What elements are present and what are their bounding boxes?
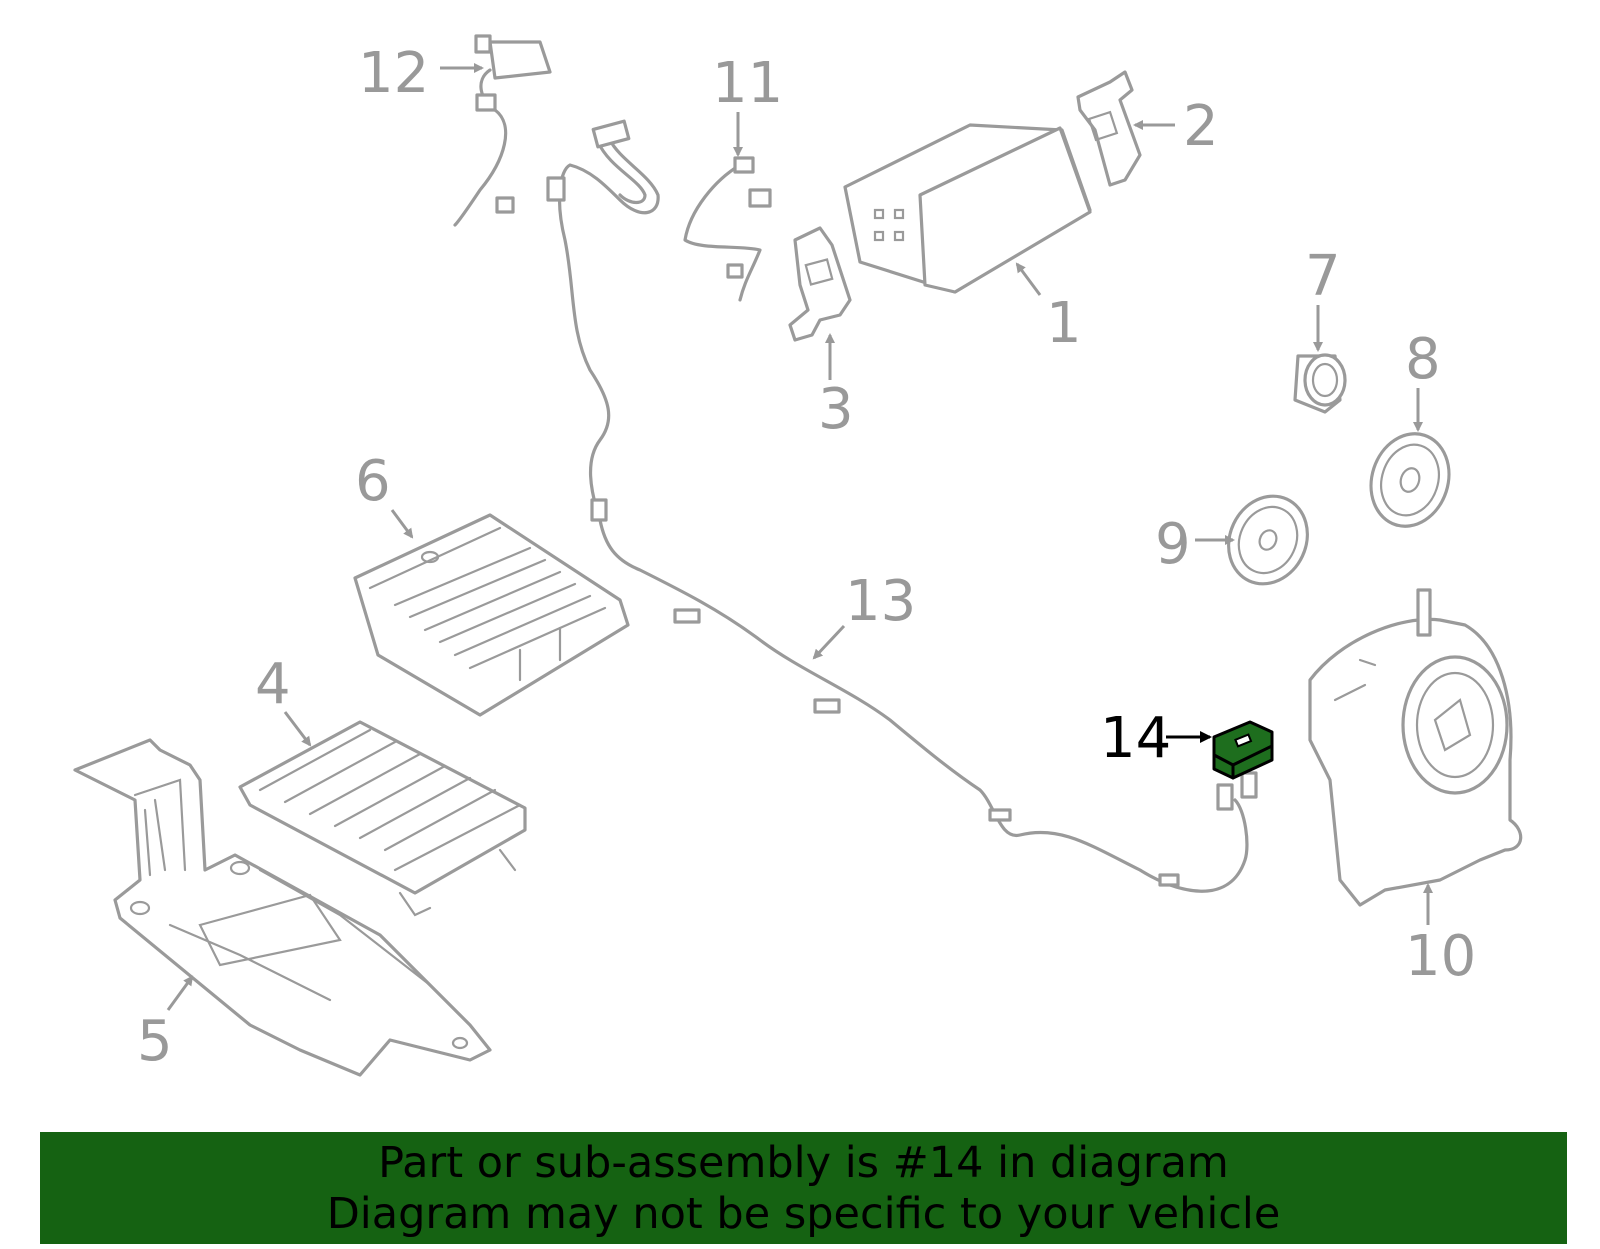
banner-line-2: Diagram may not be specific to your vehi…: [326, 1189, 1281, 1239]
part-5-mounting-plate: [73, 738, 492, 1077]
part-8-speaker: [1369, 432, 1451, 528]
part-14-switch: [1212, 720, 1274, 780]
callout-14: 14: [1100, 706, 1171, 771]
arrow-5: [166, 975, 194, 1011]
callout-4: 4: [255, 652, 291, 717]
callout-2: 2: [1183, 94, 1219, 159]
part-1-display-unit: [843, 123, 1092, 294]
callout-9: 9: [1155, 512, 1191, 577]
part-13-harness: [546, 119, 1258, 893]
callout-1: 1: [1046, 291, 1082, 356]
banner-line-1: Part or sub-assembly is #14 in diagram: [378, 1138, 1229, 1188]
arrow-1: [1015, 262, 1042, 296]
callout-3: 3: [818, 377, 854, 442]
part-7-tweeter: [1293, 353, 1347, 414]
callout-8: 8: [1405, 327, 1441, 392]
info-banner: Part or sub-assembly is #14 in diagram D…: [40, 1132, 1567, 1244]
part-9-speaker: [1227, 494, 1309, 586]
callout-5: 5: [137, 1009, 173, 1074]
part-11-harness: [683, 156, 772, 302]
part-3-bracket: [788, 226, 852, 342]
part-12-harness: [453, 34, 552, 227]
callout-13: 13: [845, 569, 916, 634]
part-10-subwoofer: [1308, 588, 1523, 907]
callout-7: 7: [1305, 244, 1341, 309]
part-2-bracket: [1076, 70, 1142, 187]
part-6-amplifier: [353, 513, 630, 717]
callout-12: 12: [358, 41, 429, 106]
arrow-4: [283, 711, 312, 747]
callout-6: 6: [355, 449, 391, 514]
callout-arrows: [166, 63, 1433, 1011]
callout-labels: 1 2 3 4 5 6 7 8 9 10 11 12 13 14: [137, 41, 1476, 1074]
arrow-13: [812, 624, 846, 660]
callout-10: 10: [1405, 924, 1476, 989]
part-4-amplifier: [238, 720, 527, 917]
callout-11: 11: [712, 51, 783, 116]
arrow-6: [390, 509, 414, 539]
